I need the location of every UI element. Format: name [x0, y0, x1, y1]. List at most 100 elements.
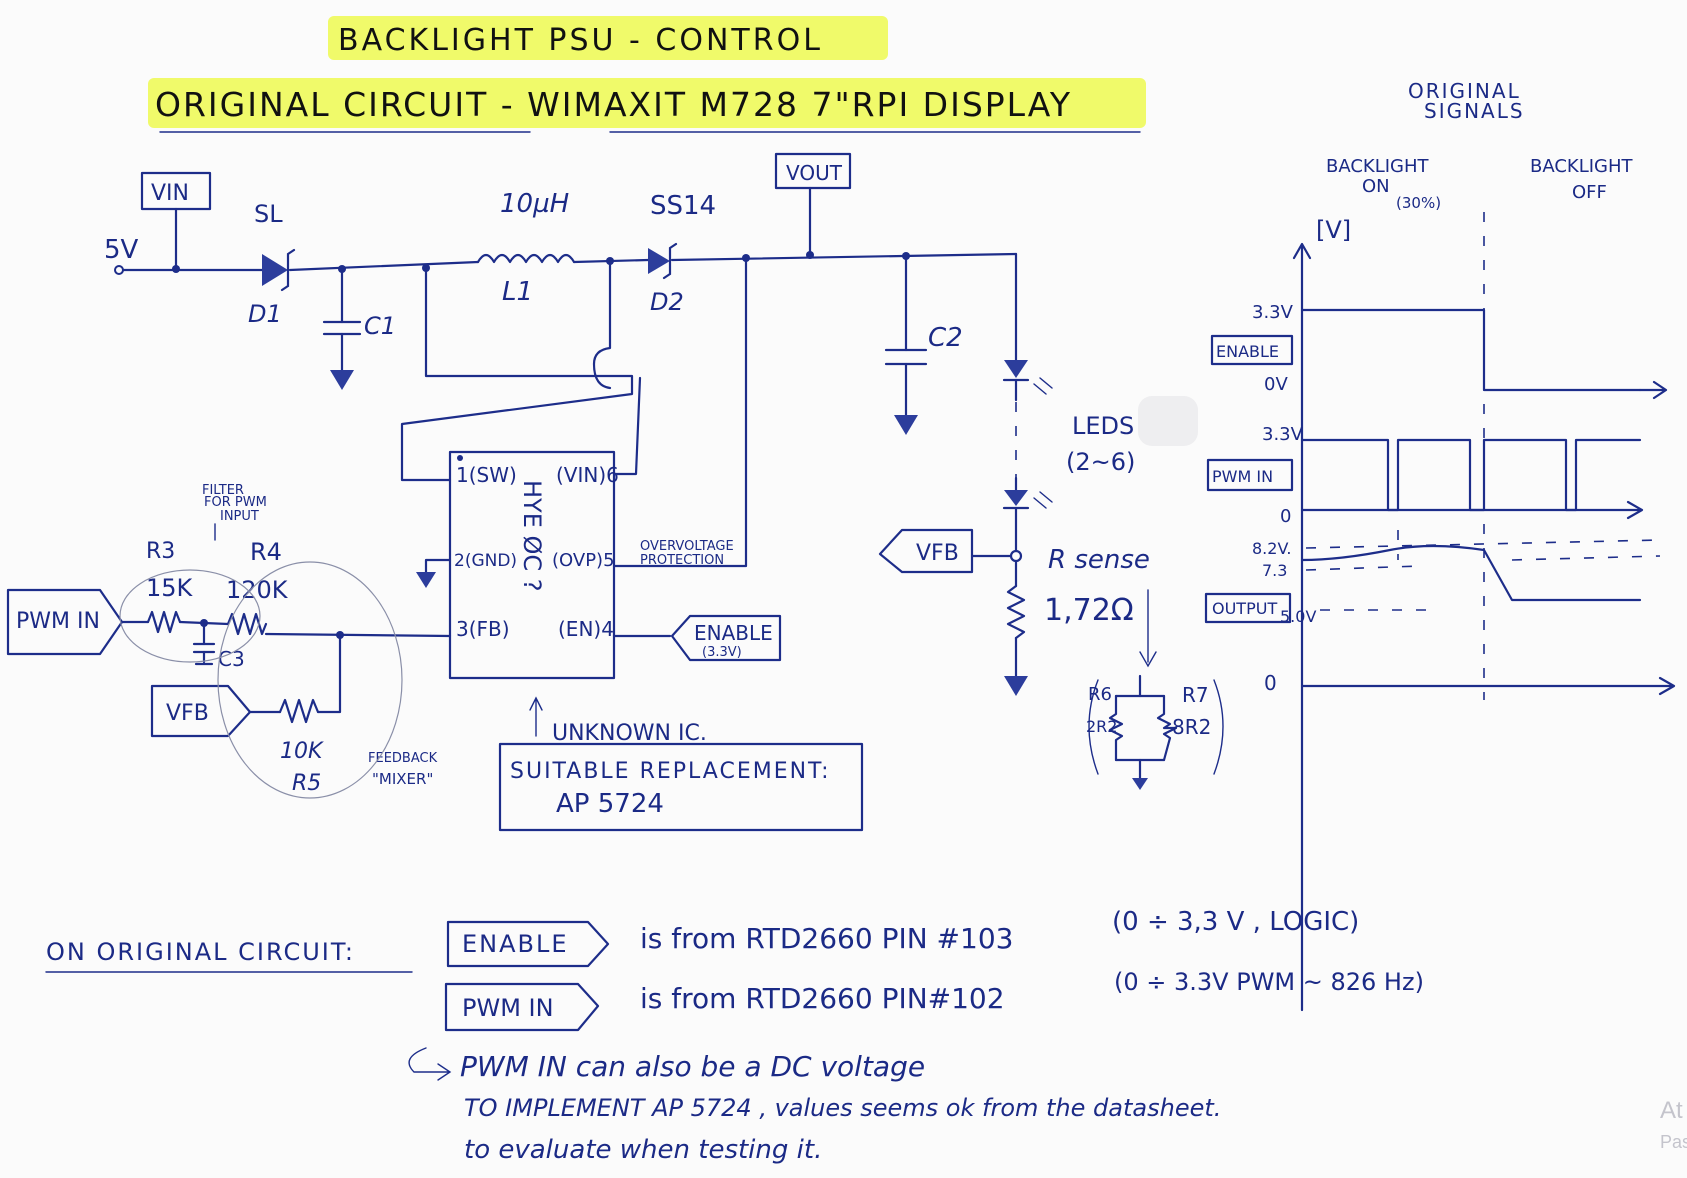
r5-value: 10K [280, 739, 324, 764]
level-8v2: 8.2V. [1252, 539, 1291, 558]
r7-resistor-icon [1156, 694, 1178, 762]
r6-value: 2R2 [1086, 717, 1117, 736]
r5-label: R5 [292, 771, 321, 796]
pwm-axis [1300, 500, 1644, 520]
fb-wire [264, 632, 452, 638]
c1-label: C1 [364, 312, 396, 340]
r4-value: 120K [226, 576, 289, 604]
sw-node-crossover [592, 259, 612, 390]
pwm-in-label: PWM IN [16, 609, 100, 634]
vfb-input-label: VFB [166, 701, 209, 726]
enable-tag-sub: (3.3V) [702, 645, 742, 660]
l1-label: L1 [502, 277, 533, 307]
d2-diode-icon [648, 248, 670, 274]
rsense-value: 1,72Ω [1044, 593, 1134, 628]
page-subtitle: ORIGINAL CIRCUIT - WIMAXIT M728 7"RPI DI… [155, 85, 1072, 124]
replacement-line-1: SUITABLE REPLACEMENT: [510, 759, 831, 784]
led-1-rays [1033, 377, 1053, 395]
vfb-input-tag [150, 684, 252, 738]
output-off-dash [1511, 555, 1661, 561]
filter-circle [119, 569, 261, 663]
edge-overlay-text-1: At [1660, 1097, 1683, 1124]
input-terminal [114, 265, 124, 275]
c3-label: C3 [218, 647, 245, 671]
notes-line-3: PWM IN can also be a DC voltage [460, 1050, 925, 1083]
subtitle-highlight [148, 78, 1146, 128]
enable-waveform [1300, 308, 1642, 392]
edge-overlay-text-2: Pas [1660, 1132, 1687, 1152]
mixer-circle [217, 561, 403, 799]
vout-tag [774, 152, 852, 190]
ic-ground-icon [416, 572, 436, 588]
output-level-82-dash [1305, 539, 1661, 549]
page-title: BACKLIGHT PSU - CONTROL [338, 23, 823, 58]
backlight-on-2: ON [1362, 176, 1390, 197]
level-3v3-pwm: 3.3V [1262, 424, 1304, 445]
r6-resistor-icon [1108, 694, 1124, 762]
notes-pwm-tag [444, 982, 600, 1032]
level-7v3: 7.3 [1262, 561, 1287, 580]
d2-type-label: SS14 [650, 191, 716, 221]
backlight-off-1: BACKLIGHT [1530, 156, 1634, 177]
backlight-off-2: OFF [1572, 182, 1607, 203]
notes-enable-label: ENABLE [462, 930, 569, 958]
notes-line-1-paren: (0 ÷ 3,3 V , LOGIC) [1112, 907, 1359, 937]
smudge [1138, 396, 1198, 446]
r3-value: 15K [146, 574, 194, 602]
d1-label: D1 [248, 300, 282, 328]
r4-label: R4 [250, 538, 282, 566]
vout-label: VOUT [786, 161, 843, 185]
led-n-rays [1033, 491, 1053, 509]
l1-value: 10µH [500, 189, 569, 219]
replacement-box [498, 742, 864, 832]
led-1-icon [1004, 360, 1028, 378]
vin-label: VIN [151, 181, 189, 206]
ic-pin6-label: (VIN)6 [556, 463, 619, 487]
level-5v: 5.0V [1280, 607, 1316, 626]
notes-enable-tag [446, 920, 610, 968]
notes-line-5: to evaluate when testing it. [464, 1135, 822, 1165]
axis-unit-label: [V] [1316, 216, 1351, 244]
ic-marking: HYE ØC ? [518, 480, 546, 592]
detail-ground-icon [1132, 778, 1148, 790]
notes-heading: ON ORIGINAL CIRCUIT: [46, 938, 355, 966]
sw-wire [400, 266, 634, 482]
gnd-wire [424, 558, 452, 574]
rsense-label: R sense [1048, 545, 1150, 575]
detail-bracket-right [1213, 679, 1224, 775]
level-0v-enable: 0V [1264, 374, 1288, 395]
level-3v3-enable: 3.3V [1252, 302, 1294, 323]
filter-note-2: FOR PWM [204, 495, 267, 510]
level-0-output: 0 [1264, 671, 1277, 695]
feedback-note-1: FEEDBACK [368, 751, 438, 766]
filter-note-3: INPUT [220, 509, 259, 524]
output-rail [670, 252, 1018, 262]
junction-vin [172, 265, 180, 273]
notes-line-2-paren: (0 ÷ 3.3V PWM ~ 826 Hz) [1114, 968, 1424, 996]
ic-pin4-label: (EN)4 [558, 617, 614, 641]
c2-ground-icon [894, 415, 918, 435]
pwm-in-tag [6, 588, 124, 656]
notes-pwm-label: PWM IN [462, 994, 554, 1022]
vin-pin-wire [612, 376, 642, 476]
d1-diode-icon [262, 254, 288, 286]
r5-resistor-icon [278, 698, 320, 724]
input-5v-label: 5V [104, 235, 139, 265]
d1-type-label: SL [254, 200, 283, 228]
enable-signal-label: ENABLE [1216, 342, 1279, 361]
detail-bracket-left [1088, 679, 1099, 775]
enable-signal-tag [1210, 334, 1294, 366]
r3-label: R3 [146, 539, 175, 564]
ic-pin1-marker [457, 455, 463, 461]
r3-resistor-icon [146, 610, 182, 634]
output-signal-tag [1204, 592, 1292, 624]
ic-pin1-label: 1(SW) [456, 463, 517, 487]
unknown-ic-label: UNKNOWN IC. [552, 721, 707, 746]
vfb-output-label: VFB [916, 541, 959, 566]
output-waveform [1300, 544, 1642, 602]
pwm-signal-label: PWM IN [1212, 467, 1273, 486]
enable-arrow [1638, 380, 1668, 400]
voltage-axis [1292, 242, 1312, 1012]
